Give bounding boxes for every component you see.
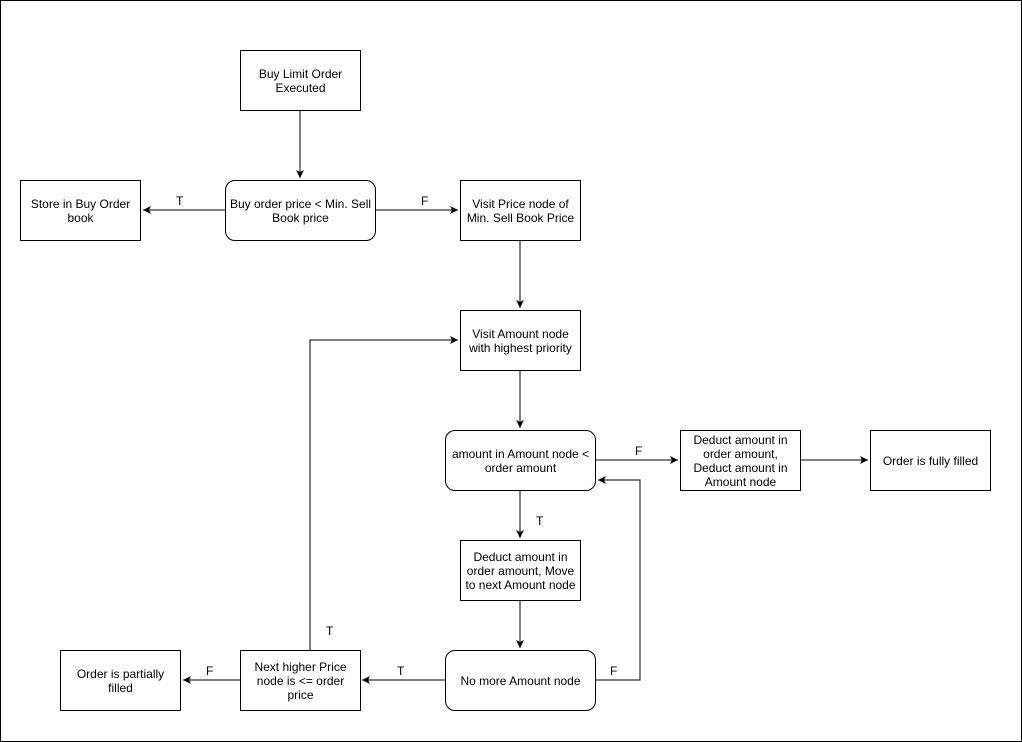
partially-filled-node: Order is partially filled [60,650,181,711]
start-node: Buy Limit Order Executed [240,50,361,111]
visit-price-node: Visit Price node of Min. Sell Book Price [460,180,581,241]
deduct-move-node: Deduct amount in order amount, Move to n… [460,540,581,601]
edge-label-nomore-false: F [610,664,617,678]
edge-label-d2-false: F [635,444,642,458]
store-buy-order-node: Store in Buy Order book [20,180,141,241]
edge-label-d1-true: T [176,194,184,208]
edge-label-d1-false: F [421,194,428,208]
decision-amount-node: amount in Amount node < order amount [445,430,596,491]
edge-label-next-false: F [206,664,213,678]
edge-label-d2-true: T [536,514,544,528]
edge-no-more-to-decision2 [595,476,641,681]
visit-amount-node: Visit Amount node with highest priority [460,310,581,371]
fully-filled-node: Order is fully filled [870,430,991,491]
next-price-node: Next higher Price node is <= order price [240,650,361,711]
decision-buy-price-node: Buy order price < Min. Sell Book price [225,180,376,241]
deduct-filled-node: Deduct amount in order amount, Deduct am… [680,430,801,491]
edge-label-next-true: T [326,624,334,638]
edge-next-price-to-visit-amount [309,336,458,650]
no-more-amount-node: No more Amount node [445,650,596,711]
edge-label-nomore-true: T [397,664,405,678]
